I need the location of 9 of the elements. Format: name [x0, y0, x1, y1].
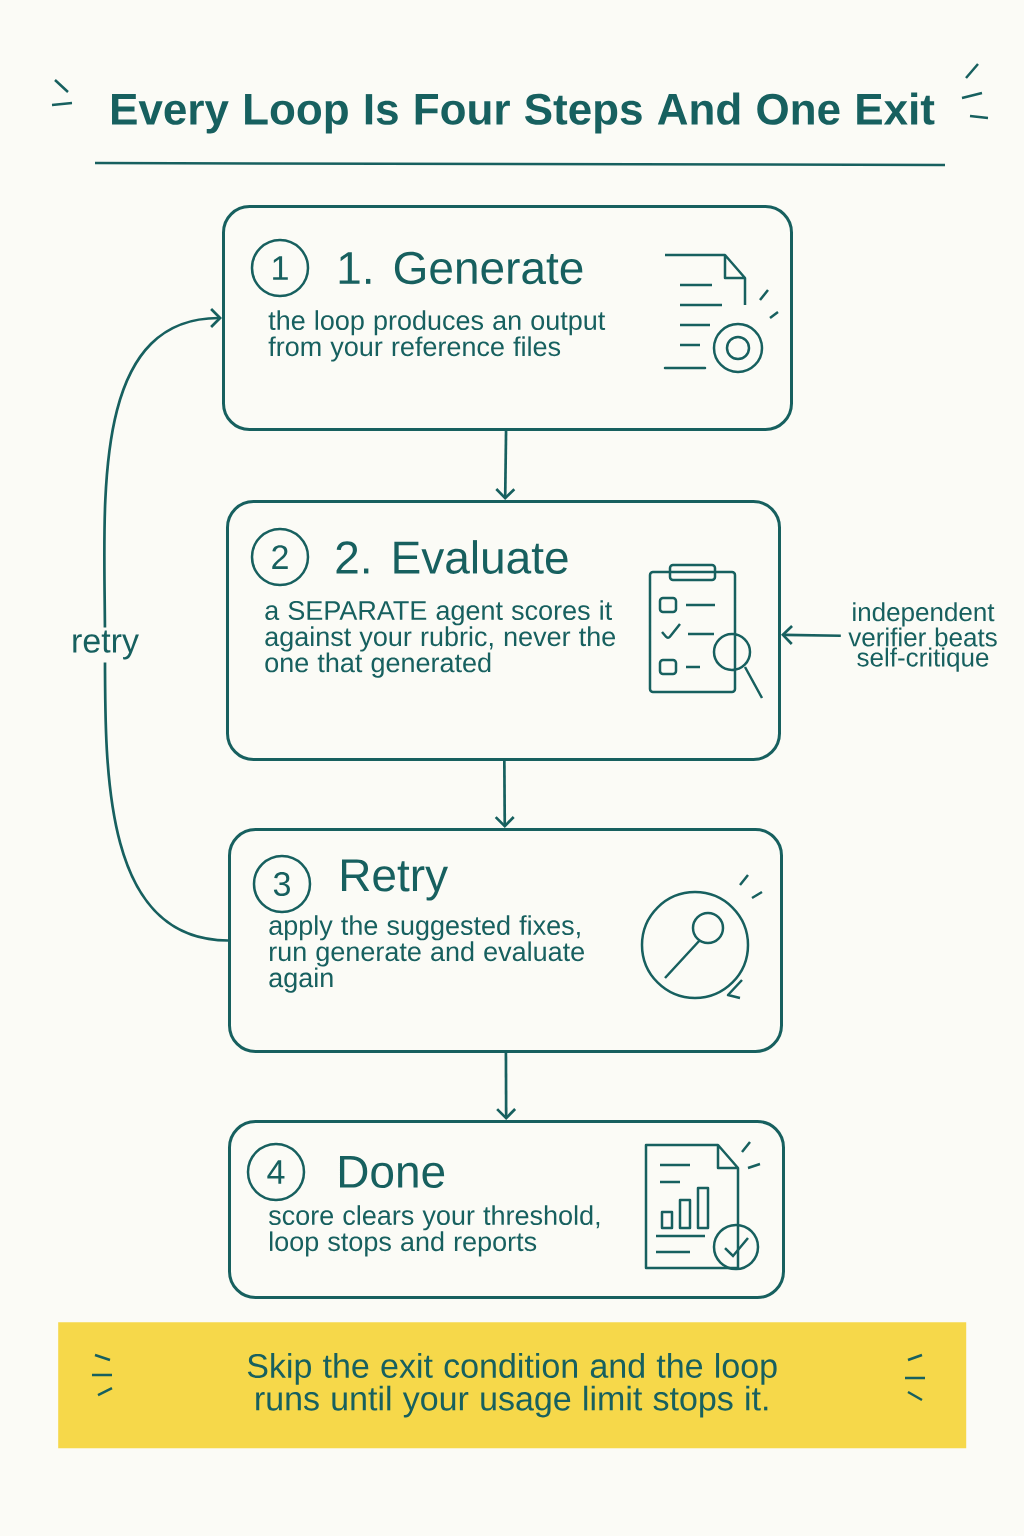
arrow — [496, 1053, 517, 1120]
side-note: independent verifier beats self-critique — [848, 602, 997, 672]
arrow — [781, 625, 841, 645]
banner: Skip the exit condition and the loop runs until your usage limit stops it. — [58, 1322, 967, 1449]
edge-label: retry — [68, 627, 142, 663]
arrow — [494, 761, 515, 828]
title: Every Loop Is Four Steps And One Exit — [112, 92, 935, 134]
arrow — [495, 431, 516, 500]
loop-arrow — [103, 308, 229, 942]
